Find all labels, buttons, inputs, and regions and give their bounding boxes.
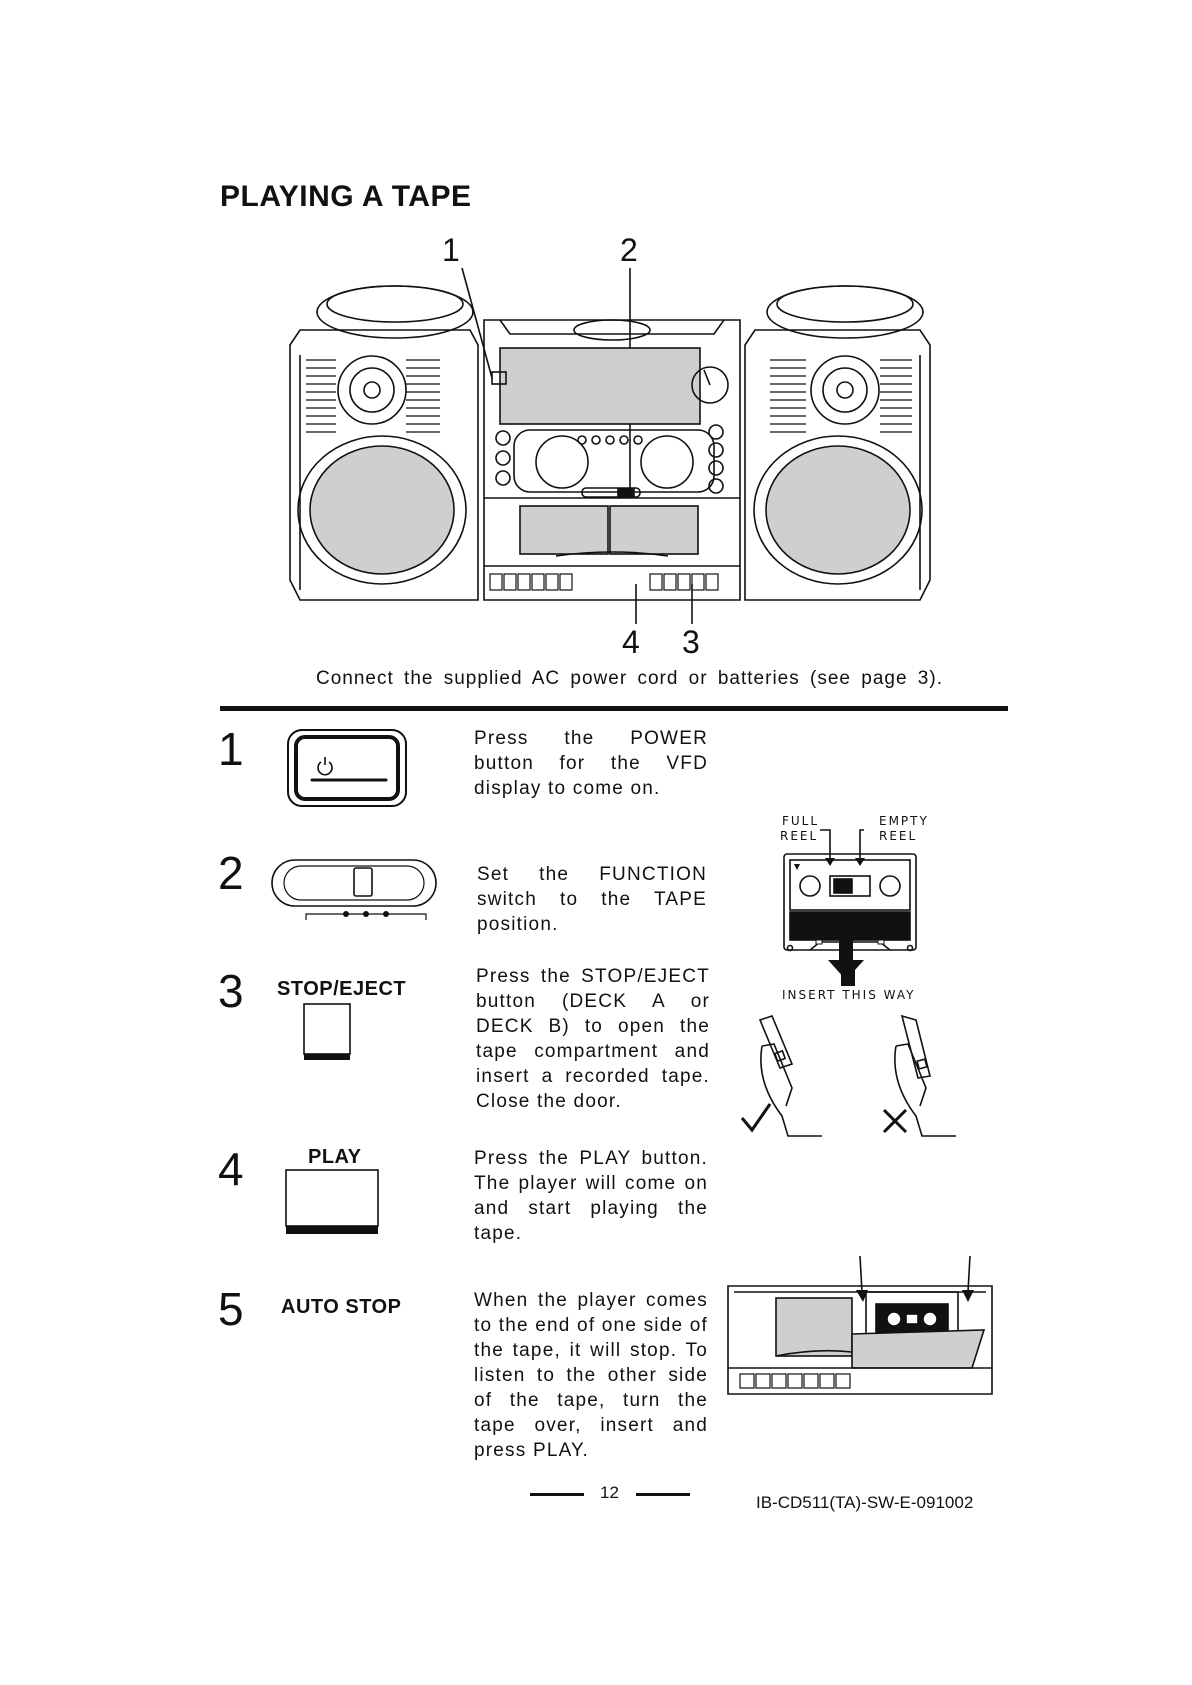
play-button-illustration: [285, 1169, 379, 1234]
step-3-text: Press the STOP/EJECT button (DECK A or D…: [476, 966, 710, 1112]
insert-this-way-label: INSERT THIS WAY: [782, 988, 916, 1002]
callout-1: 1: [442, 232, 460, 268]
step-2-number: 2: [218, 847, 244, 899]
callout-3: 3: [682, 624, 700, 660]
empty-reel-label-2: REEL: [879, 829, 918, 843]
callout-4: 4: [622, 624, 640, 660]
auto-stop-label: AUTO STOP: [281, 1296, 402, 1318]
empty-reel-label-1: EMPTY: [879, 814, 929, 828]
step-1-number: 1: [218, 723, 244, 775]
page-number-rule-left: [530, 1493, 584, 1496]
section-divider: [220, 706, 1008, 711]
stop-eject-label: STOP/EJECT: [277, 978, 407, 1000]
stop-eject-button-illustration: [303, 1003, 351, 1060]
cassette-deck-illustration: [727, 1255, 993, 1395]
page-number: 12: [600, 1483, 619, 1502]
step-4-text: Press the PLAY button. The player will c…: [474, 1148, 708, 1244]
page-number-rule-right: [636, 1493, 690, 1496]
step-5-number: 5: [218, 1283, 244, 1335]
step-4-number: 4: [218, 1143, 244, 1195]
stereo-system-illustration: [289, 267, 931, 624]
intro-text: Connect the supplied AC power cord or ba…: [316, 668, 943, 689]
cross-icon: [882, 1108, 908, 1134]
full-reel-label-2: REEL: [780, 829, 819, 843]
tape-insertion-diagram: [740, 1014, 956, 1137]
full-reel-label-1: FULL: [782, 814, 820, 828]
document-code: IB-CD511(TA)-SW-E-091002: [756, 1493, 974, 1512]
insert-arrow-icon: [828, 938, 864, 980]
callout-2: 2: [620, 232, 638, 268]
step-5-text: When the player comes to the end of one …: [474, 1290, 708, 1461]
power-icon: [317, 757, 333, 776]
page-title: PLAYING A TAPE: [220, 180, 472, 213]
check-icon: [740, 1103, 772, 1133]
play-label: PLAY: [308, 1146, 362, 1168]
step-3-number: 3: [218, 965, 244, 1017]
function-switch-illustration: [271, 859, 437, 920]
step-1-text: Press the POWER button for the VFD displ…: [474, 728, 708, 799]
step-2-text: Set the FUNCTION switch to the TAPE posi…: [477, 864, 707, 935]
power-button-illustration: [287, 729, 407, 807]
